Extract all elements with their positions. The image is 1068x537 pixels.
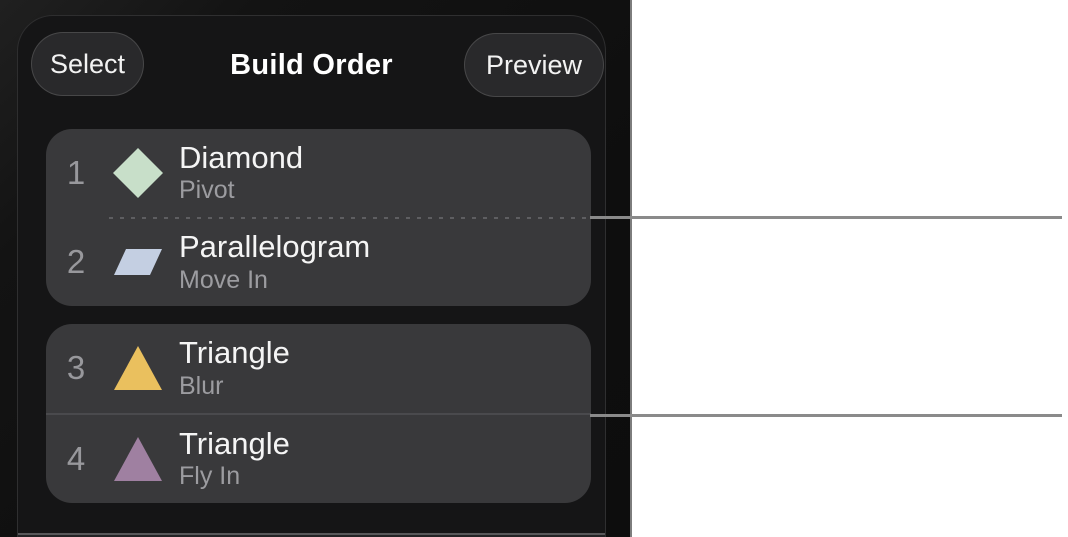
triangle-shape-fill: [114, 346, 162, 391]
build-item-effect: Fly In: [179, 462, 241, 491]
callout-line-group-1: [590, 216, 1062, 219]
build-order-screenshot: Select Build Order Preview 1 Diamond: [0, 0, 632, 537]
diamond-shape-fill: [113, 147, 163, 198]
triangle-shape-icon: [110, 436, 166, 481]
build-group-1: 1 Diamond Pivot 2: [46, 129, 591, 306]
diamond-shape-icon: [110, 147, 166, 198]
build-row-3[interactable]: 3 Triangle Blur: [46, 324, 591, 413]
screenshot-right-border: [630, 0, 632, 537]
bottom-toolbar-sliver: [18, 535, 605, 537]
build-item-title: Triangle: [179, 425, 290, 461]
build-item-title: Triangle: [179, 335, 290, 371]
build-order-popover: Select Build Order Preview 1 Diamond: [17, 15, 606, 537]
build-order-number: 4: [66, 439, 86, 477]
bottom-toolbar-divider: [18, 533, 605, 535]
triangle-shape-icon: [110, 346, 166, 391]
build-item-title: Parallelogram: [179, 229, 371, 265]
select-button-label: Select: [49, 48, 126, 79]
build-row-2[interactable]: 2 Parallelogram Move In: [46, 219, 591, 307]
build-order-number: 1: [66, 153, 86, 191]
build-group-2: 3 Triangle Blur 4: [46, 324, 591, 503]
preview-button[interactable]: Preview: [464, 33, 604, 97]
build-item-effect: Blur: [179, 371, 224, 400]
build-order-number: 2: [66, 243, 86, 281]
triangle-shape-fill: [114, 436, 162, 481]
build-divider-solid: [46, 412, 591, 415]
select-button[interactable]: Select: [31, 32, 144, 96]
build-row-4[interactable]: 4 Triangle Fly In: [46, 415, 591, 504]
callout-line-group-2: [590, 414, 1062, 417]
build-row-1[interactable]: 1 Diamond Pivot: [46, 129, 591, 217]
build-item-effect: Move In: [179, 265, 268, 294]
build-divider-dotted: [109, 216, 591, 219]
build-order-number: 3: [66, 349, 86, 387]
parallelogram-shape-icon: [110, 249, 166, 276]
parallelogram-shape-fill: [114, 249, 162, 276]
build-item-title: Diamond: [179, 139, 304, 175]
build-item-effect: Pivot: [179, 176, 235, 205]
preview-button-label: Preview: [485, 49, 583, 80]
page-title: Build Order: [230, 49, 393, 81]
